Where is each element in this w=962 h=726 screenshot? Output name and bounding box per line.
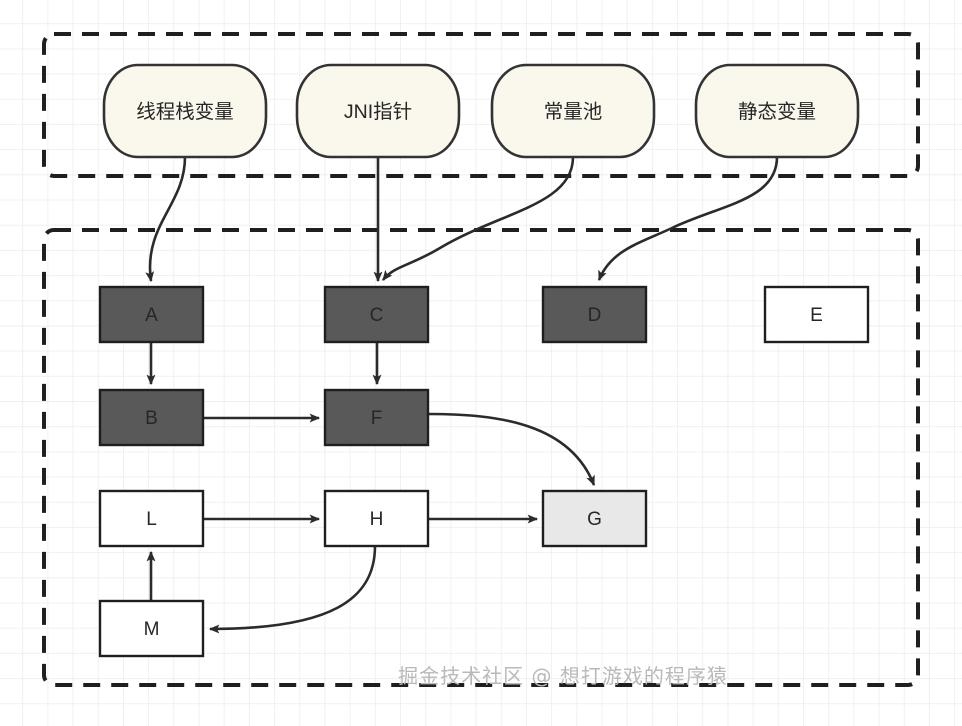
root-constant-pool-shape (490, 63, 656, 159)
edge-f-to-g (427, 412, 596, 487)
node-m[interactable]: M (98, 599, 205, 658)
node-f[interactable]: F (323, 388, 430, 447)
edge-thread-to-a (145, 156, 187, 283)
root-thread-stack-label: 线程栈变量 (136, 101, 234, 123)
node-c-label: C (370, 305, 384, 326)
node-e[interactable]: E (763, 285, 870, 344)
node-f-label: F (371, 408, 383, 429)
node-b[interactable]: B (98, 388, 205, 447)
node-d-shape (541, 285, 648, 344)
root-constant-pool-label: 常量池 (544, 101, 603, 123)
node-l-label: L (146, 509, 157, 530)
gc-root-nodes: 线程栈变量 JNI指针 常量池 静态变量 (102, 63, 860, 159)
root-static-shape (694, 63, 860, 159)
node-h-label: H (370, 509, 384, 530)
node-a-label: A (145, 305, 158, 326)
heap-objects-container (42, 228, 920, 687)
node-d[interactable]: D (541, 285, 648, 344)
node-h-shape (323, 489, 430, 548)
node-l-shape (98, 489, 205, 548)
node-g[interactable]: G (541, 489, 648, 548)
root-thread-stack[interactable]: 线程栈变量 (102, 63, 268, 159)
node-m-shape (98, 599, 205, 658)
root-static[interactable]: 静态变量 (694, 63, 860, 159)
node-f-shape (323, 388, 430, 447)
node-c[interactable]: C (323, 285, 430, 344)
edge-static-to-d (597, 156, 779, 282)
gc-roots-container (42, 32, 920, 178)
node-g-shape (541, 489, 648, 548)
edge-connectors (145, 156, 779, 634)
node-d-label: D (588, 305, 602, 326)
object-nodes: A C D E B F L H G M (98, 285, 870, 658)
root-jni-shape (295, 63, 461, 159)
root-static-label: 静态变量 (738, 101, 816, 123)
watermark-label: 掘金技术社区 @ 想打游戏的程序猿 (398, 664, 728, 688)
node-a[interactable]: A (98, 285, 205, 344)
node-m-label: M (144, 619, 160, 640)
node-h[interactable]: H (323, 489, 430, 548)
container-frames (42, 32, 920, 687)
node-e-label: E (810, 305, 823, 326)
root-jni[interactable]: JNI指针 (295, 63, 461, 159)
node-g-label: G (587, 509, 602, 530)
node-e-shape (763, 285, 870, 344)
node-b-shape (98, 388, 205, 447)
node-a-shape (98, 285, 205, 344)
edge-pool-to-c (381, 156, 575, 281)
root-jni-label: JNI指针 (344, 101, 412, 123)
node-l[interactable]: L (98, 489, 205, 548)
root-thread-stack-shape (102, 63, 268, 159)
edge-h-to-m (208, 545, 377, 634)
root-constant-pool[interactable]: 常量池 (490, 63, 656, 159)
node-c-shape (323, 285, 430, 344)
node-b-label: B (145, 408, 158, 429)
